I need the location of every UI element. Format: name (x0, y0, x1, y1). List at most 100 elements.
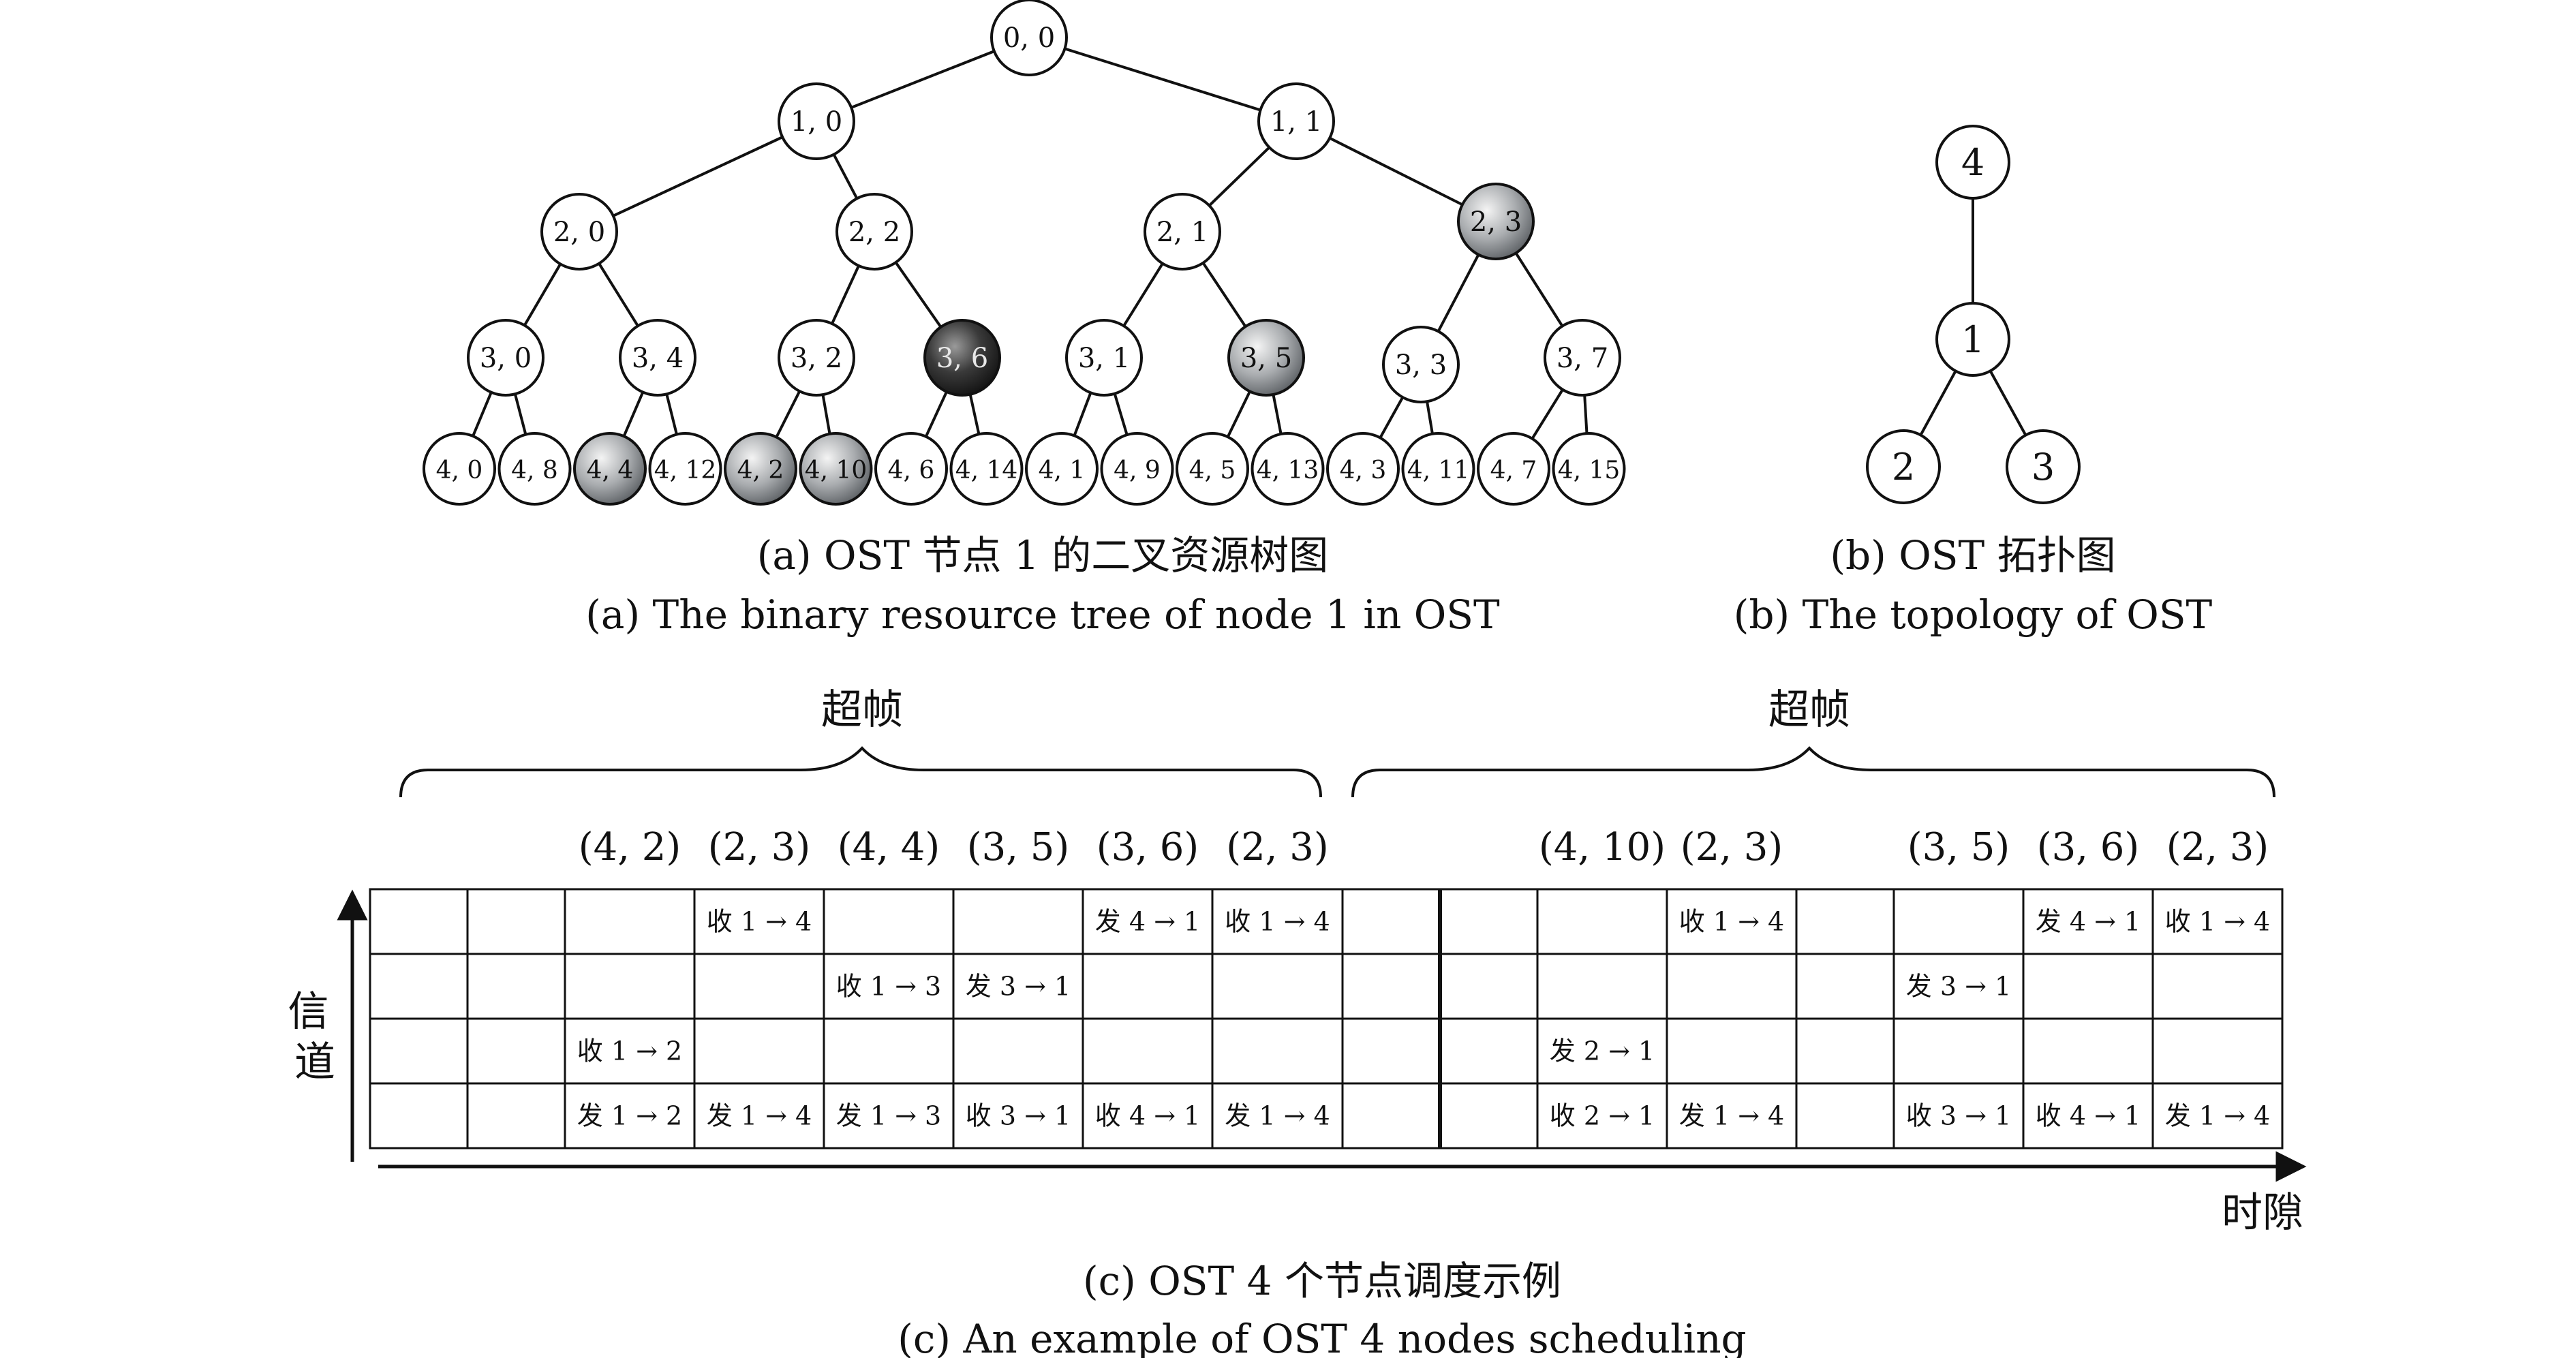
tree-node: 3, 6 (923, 319, 1001, 397)
schedule-cell: 收 4 → 1 (1095, 1101, 1200, 1131)
tree-node-circle (1326, 432, 1400, 506)
tree-node-label: 4, 9 (1114, 457, 1161, 484)
tree-node-label: 3, 3 (1395, 350, 1447, 381)
tree-node-label: 4, 3 (1340, 457, 1387, 484)
tree-node: 4, 2 (724, 432, 797, 506)
tree-node-label: 3, 7 (1557, 343, 1608, 374)
topology-node-label: 3 (2031, 446, 2055, 489)
topology-node-label: 1 (1961, 318, 1984, 361)
tree-node: 2, 2 (835, 193, 913, 271)
schedule-cell: 发 4 → 1 (1095, 907, 1200, 937)
tree-node: 2, 3 (1457, 183, 1535, 260)
tree-node-label: 3, 2 (791, 343, 842, 374)
tree-node-label: 4, 14 (955, 457, 1018, 484)
schedule-cell: 发 2 → 1 (1550, 1036, 1655, 1066)
slot-label: (3, 5) (1907, 825, 2010, 869)
tree-node: 4, 14 (949, 432, 1024, 506)
tree-node: 2, 1 (1144, 193, 1221, 271)
slot-label: (4, 2) (579, 825, 681, 869)
topology-node: 2 (1866, 429, 1941, 504)
slot-label: (3, 6) (2037, 825, 2140, 869)
tree-caption-cn: (a) OST 节点 1 的二叉资源树图 (757, 532, 1328, 578)
slot-label: (4, 4) (838, 825, 940, 869)
tree-node-circle (648, 432, 722, 506)
tree-edge (1028, 36, 1297, 123)
topology-caption-en: (b) The topology of OST (1734, 591, 2213, 638)
x-axis-label: 时隙 (2222, 1189, 2303, 1237)
tree-node-label: 2, 2 (848, 217, 900, 248)
tree-node: 3, 2 (778, 319, 855, 397)
slot-label: (2, 3) (2166, 825, 2269, 869)
schedule-cell: 发 3 → 1 (966, 972, 1071, 1002)
tree-node-circle (1401, 432, 1475, 506)
tree-node-label: 4, 10 (805, 457, 868, 484)
tree-node-circle (1251, 432, 1325, 506)
tree-node-circle (874, 432, 948, 506)
tree-node-circle (778, 82, 855, 160)
tree-node-label: 4, 6 (888, 457, 935, 484)
tree-node-circle (573, 432, 647, 506)
tree-node-label: 2, 0 (553, 217, 605, 248)
tree-node: 4, 4 (573, 432, 647, 506)
y-axis-label: 信 道 (288, 988, 341, 1086)
tree-node: 4, 12 (648, 432, 722, 506)
schedule-cell: 收 4 → 1 (2036, 1101, 2141, 1131)
tree-node-circle (619, 319, 696, 397)
schedule-caption-en: (c) An example of OST 4 nodes scheduling (898, 1316, 1746, 1358)
tree-node-circle (923, 319, 1001, 397)
tree-node-label: 3, 5 (1240, 343, 1292, 374)
slot-label: (4, 10) (1539, 825, 1666, 869)
tree-node: 4, 9 (1100, 432, 1174, 506)
slot-label: (2, 3) (1681, 825, 1783, 869)
tree-caption-en: (a) The binary resource tree of node 1 i… (585, 591, 1500, 638)
topology-node-label: 2 (1892, 446, 1915, 489)
slot-label: (2, 3) (1226, 825, 1329, 869)
tree-node-label: 4, 0 (436, 457, 483, 484)
tree-node: 4, 1 (1025, 432, 1099, 506)
tree-node: 4, 10 (799, 432, 873, 506)
schedule-cell: 发 1 → 3 (836, 1101, 941, 1131)
tree-node-circle (540, 193, 618, 271)
tree-node-label: 0, 0 (1003, 22, 1055, 54)
topology-caption-cn: (b) OST 拓扑图 (1830, 532, 2115, 578)
schedule-cell: 收 3 → 1 (966, 1101, 1071, 1131)
tree-node: 4, 7 (1477, 432, 1550, 506)
topology-node: 4 (1935, 125, 2010, 200)
schedule-cell: 发 1 → 4 (1679, 1101, 1784, 1131)
topology-node-circle (1866, 429, 1941, 504)
tree-node: 3, 3 (1382, 326, 1460, 403)
tree-node-circle (497, 432, 572, 506)
tree-node: 3, 7 (1544, 319, 1621, 397)
tree-node-circle (1144, 193, 1221, 271)
tree-edge (579, 120, 817, 233)
superframe-brace-1 (399, 746, 1322, 798)
tree-node-label: 4, 4 (587, 457, 634, 484)
tree-node: 4, 3 (1326, 432, 1400, 506)
tree-node-label: 2, 3 (1470, 206, 1522, 238)
tree-node-label: 4, 5 (1189, 457, 1236, 484)
tree-node-label: 3, 0 (480, 343, 532, 374)
schedule-cell: 收 1 → 4 (1225, 907, 1330, 937)
schedule-cell: 发 1 → 4 (1225, 1101, 1330, 1131)
schedule-cell: 收 1 → 3 (836, 972, 941, 1002)
tree-node-circle (1477, 432, 1550, 506)
tree-node: 3, 0 (467, 319, 545, 397)
schedule-cell: 发 1 → 4 (2165, 1101, 2270, 1131)
tree-node: 4, 0 (423, 432, 496, 506)
superframe-brace-2 (1351, 746, 2275, 798)
tree-node: 1, 1 (1257, 82, 1335, 160)
tree-node-circle (1227, 319, 1305, 397)
topology-node: 3 (2006, 429, 2081, 504)
tree-node-circle (835, 193, 913, 271)
schedule-cell: 发 4 → 1 (2036, 907, 2141, 937)
slot-labels: (4, 2) (2, 3) (4, 4) (3, 5) (3, 6) (2, 3) (4, … (579, 825, 2269, 869)
tree-node-circle (1065, 319, 1143, 397)
tree-node: 4, 15 (1552, 432, 1626, 506)
tree-node-circle (799, 432, 873, 506)
tree-node-label: 4, 12 (654, 457, 717, 484)
tree-node-label: 4, 13 (1257, 457, 1319, 484)
tree-node: 4, 5 (1176, 432, 1249, 506)
schedule-cell: 发 1 → 2 (577, 1101, 682, 1131)
